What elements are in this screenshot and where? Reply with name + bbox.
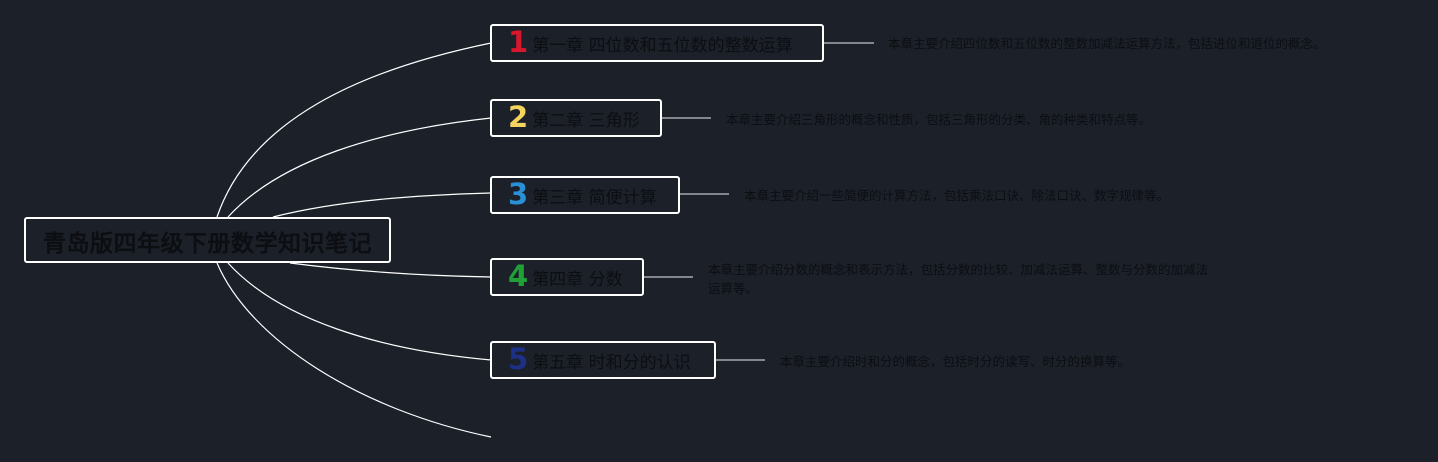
root-title: 青岛版四年级下册数学知识笔记	[43, 231, 372, 257]
branch-connector-4	[289, 262, 492, 278]
chapter-description-1: 本章主要介绍四位数和五位数的整数加减法运算方法，包括进位和退位的概念。	[888, 36, 1326, 51]
branch-connector-6	[216, 262, 492, 438]
chapter-node-4[interactable]: 4 第四章 分数	[490, 258, 644, 296]
branch-connector-3	[272, 192, 492, 218]
chapter-node-3[interactable]: 3 第三章 简便计算	[490, 176, 680, 214]
chapter-node-5[interactable]: 5 第五章 时和分的认识	[490, 341, 716, 379]
root-node[interactable]: 青岛版四年级下册数学知识笔记	[24, 217, 391, 263]
chapter-number-1: 1	[508, 24, 529, 59]
chapter-description-3: 本章主要介绍一些简便的计算方法，包括乘法口诀、除法口诀、数字规律等。	[744, 188, 1170, 203]
branch-connector-2	[227, 117, 492, 218]
chapter-node-2[interactable]: 2 第二章 三角形	[490, 99, 662, 137]
chapter-number-2: 2	[508, 99, 529, 134]
chapter-title-4: 第四章 分数	[532, 269, 623, 290]
chapter-title-2: 第二章 三角形	[532, 110, 640, 131]
branch-connector-1	[216, 42, 492, 218]
chapter-title-1: 第一章 四位数和五位数的整数运算	[532, 35, 793, 56]
chapter-number-3: 3	[508, 176, 529, 211]
chapter-node-1[interactable]: 1 第一章 四位数和五位数的整数运算	[490, 24, 824, 62]
chapter-description-4: 本章主要介绍分数的概念和表示方法，包括分数的比较、加减法运算、整数与分数的加减法…	[708, 262, 1209, 296]
chapter-number-4: 4	[508, 258, 529, 293]
chapter-title-3: 第三章 简便计算	[532, 187, 657, 208]
branch-connector-5	[227, 262, 492, 361]
chapter-description-2: 本章主要介绍三角形的概念和性质，包括三角形的分类、角的种类和特点等。	[726, 112, 1152, 127]
chapter-number-5: 5	[508, 341, 529, 376]
chapter-title-5: 第五章 时和分的认识	[532, 352, 691, 373]
chapter-description-5: 本章主要介绍时和分的概念，包括时分的读写、时分的换算等。	[780, 354, 1131, 369]
